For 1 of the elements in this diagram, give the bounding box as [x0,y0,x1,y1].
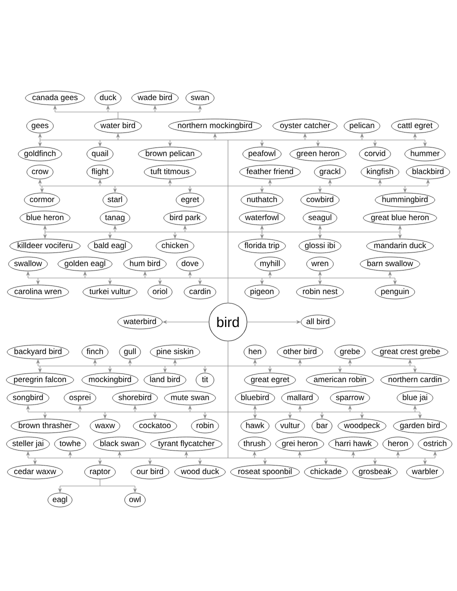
arrow [162,320,209,324]
